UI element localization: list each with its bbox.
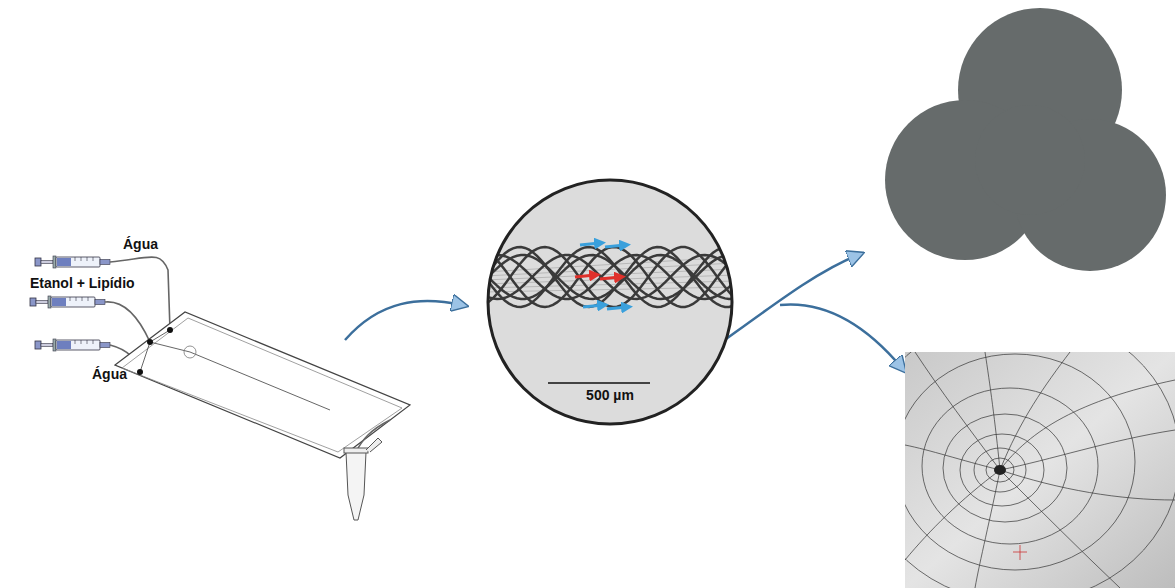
mesh-tunnel — [905, 352, 1175, 588]
micrograph-circle: 500 µm — [485, 177, 735, 427]
channel — [140, 330, 330, 410]
trefoil-particle — [885, 8, 1166, 271]
fluid-label: Etanol + Lipídio — [30, 275, 135, 291]
fluid-label: Água — [123, 236, 158, 252]
syringe — [35, 339, 110, 351]
tube — [110, 257, 170, 330]
fluid-label: Água — [92, 366, 127, 382]
eppendorf-tube — [344, 438, 382, 520]
chip-edge — [122, 318, 402, 452]
tube — [356, 420, 390, 452]
scale-bar-label: 500 µm — [485, 387, 735, 403]
syringe — [35, 256, 110, 268]
tube — [105, 302, 150, 342]
syringe — [30, 296, 105, 308]
microfluidic-chip — [115, 312, 410, 458]
flow-arrow — [722, 255, 858, 342]
flow-arrow — [345, 301, 462, 340]
flow-arrow — [780, 304, 902, 368]
